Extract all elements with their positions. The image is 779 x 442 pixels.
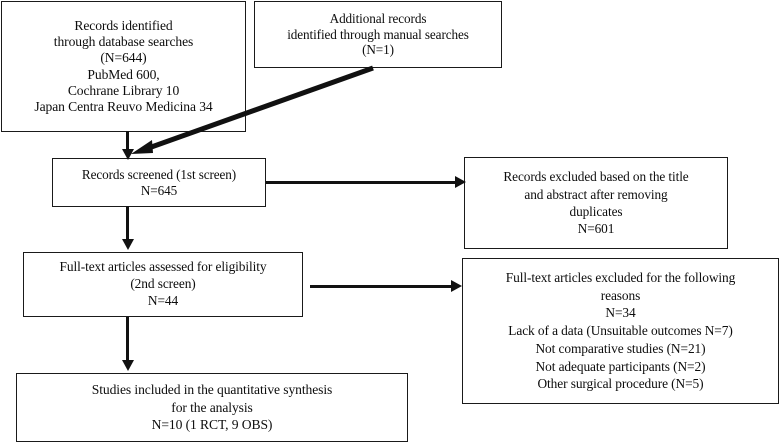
box-line: N=34 bbox=[605, 305, 636, 321]
box-line: N=44 bbox=[147, 292, 179, 308]
box-line: Full-text articles excluded for the foll… bbox=[505, 270, 736, 286]
arrow-head-right-icon bbox=[451, 280, 462, 292]
box-line: Records excluded based on the title bbox=[503, 169, 689, 185]
box-records-screened: Records screened (1st screen) N=645 bbox=[52, 158, 266, 207]
box-line: Japan Centra Reuvo Medicina 34 bbox=[34, 98, 213, 114]
box-fulltext-assessed: Full-text articles assessed for eligibil… bbox=[23, 252, 303, 317]
connector-screened-to-excluded bbox=[266, 181, 460, 184]
box-line: Lack of a data (Unsuitable outcomes N=7) bbox=[508, 323, 733, 339]
box-line: Additional records bbox=[329, 11, 427, 27]
box-line: Records screened (1st screen) bbox=[81, 166, 237, 182]
connector-screened-to-assessed bbox=[126, 206, 129, 242]
box-line: N=645 bbox=[140, 182, 178, 198]
box-line: and abstract after removing bbox=[524, 186, 668, 202]
box-records-excluded: Records excluded based on the title and … bbox=[464, 157, 728, 249]
box-line: N=10 (1 RCT, 9 OBS) bbox=[151, 417, 273, 433]
connector-assessed-to-included bbox=[126, 317, 129, 363]
box-line: Other surgical procedure (N=5) bbox=[537, 376, 704, 392]
box-line: Studies included in the quantitative syn… bbox=[91, 381, 333, 397]
connector-assessed-to-excluded bbox=[310, 285, 456, 288]
box-line: reasons bbox=[600, 287, 641, 303]
box-line: through database searches bbox=[53, 34, 194, 50]
box-line: N=601 bbox=[577, 221, 615, 237]
box-line: for the analysis bbox=[171, 399, 253, 415]
box-line: Not comparative studies (N=21) bbox=[535, 340, 706, 356]
arrow-head-down-icon bbox=[122, 360, 134, 371]
connector-identified-to-screened bbox=[126, 131, 129, 153]
box-line: (N=1) bbox=[362, 42, 394, 58]
box-line: Cochrane Library 10 bbox=[67, 82, 180, 98]
arrow-head-diagonal-icon bbox=[131, 140, 153, 154]
box-line: identified through manual searches bbox=[287, 26, 469, 42]
box-records-identified: Records identified through database sear… bbox=[1, 1, 246, 132]
box-additional-records: Additional records identified through ma… bbox=[254, 1, 502, 68]
box-studies-included: Studies included in the quantitative syn… bbox=[16, 373, 408, 442]
arrow-head-down-icon bbox=[122, 239, 134, 250]
box-line: Full-text articles assessed for eligibil… bbox=[59, 259, 267, 275]
arrow-head-right-icon bbox=[455, 176, 466, 188]
box-line: Records identified bbox=[74, 18, 173, 34]
arrow-head-down-icon bbox=[122, 149, 134, 160]
box-line: (N=644) bbox=[100, 50, 147, 66]
box-line: PubMed 600, bbox=[87, 66, 160, 82]
box-line: duplicates bbox=[569, 204, 623, 219]
box-line: Not adequate participants (N=2) bbox=[535, 358, 706, 374]
box-fulltext-excluded: Full-text articles excluded for the foll… bbox=[462, 258, 779, 404]
box-line: (2nd screen) bbox=[130, 276, 196, 292]
